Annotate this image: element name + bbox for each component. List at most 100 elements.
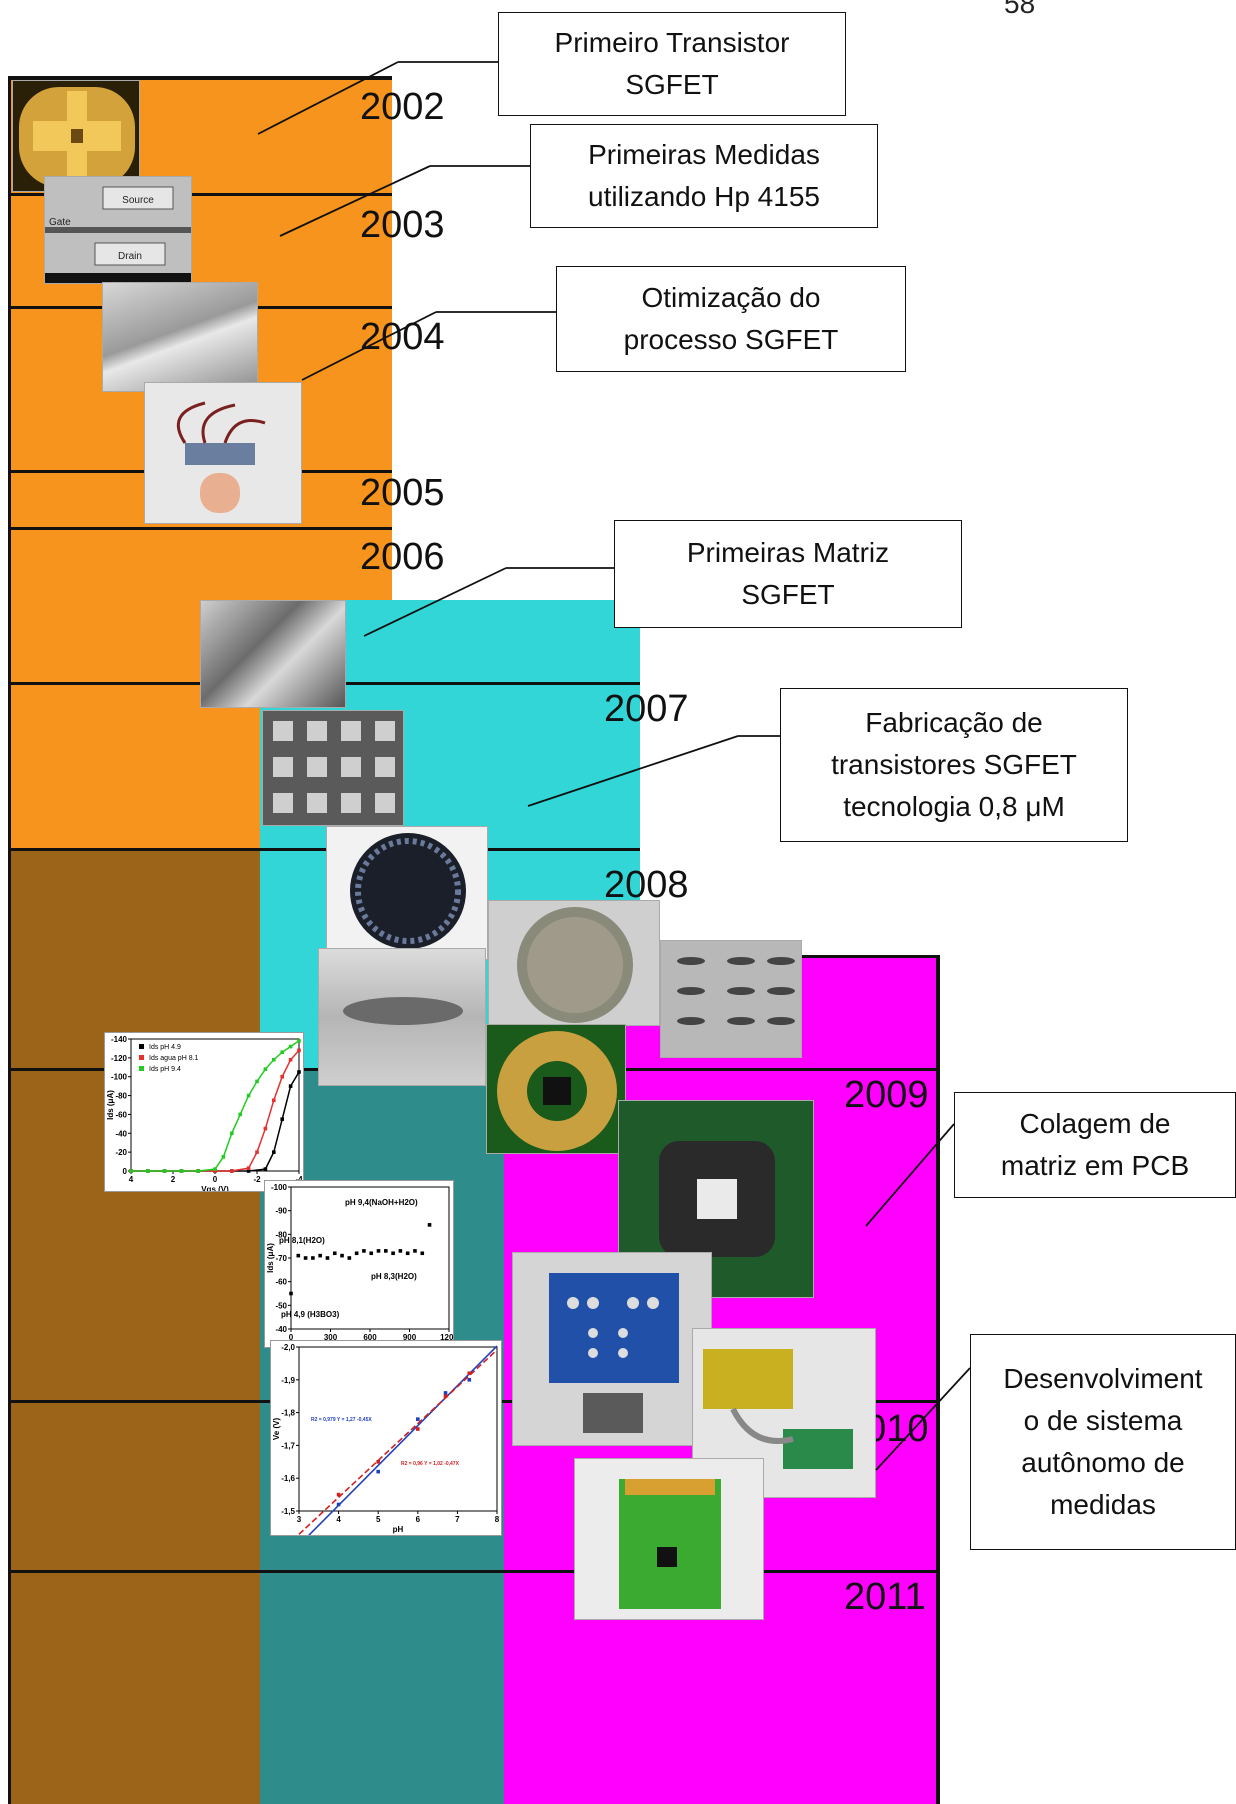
sem-trench-photo — [318, 948, 486, 1086]
year-label: 2002 — [360, 86, 445, 128]
chart-annotation: pH 8,3(H2O) — [371, 1272, 417, 1281]
x-tick-label: 8 — [495, 1515, 500, 1524]
data-point — [263, 1126, 268, 1131]
data-point — [162, 1169, 167, 1173]
callout-desenvolvimento: Desenvolviment o de sistema autônomo de … — [970, 1334, 1236, 1550]
sem-matrix-photo — [200, 600, 346, 708]
y-axis-label: Ids (μA) — [106, 1090, 115, 1120]
data-point — [384, 1249, 388, 1253]
x-axis-label: Vgs (V) — [201, 1185, 229, 1192]
data-point — [427, 1223, 432, 1227]
transistor-drawing — [19, 87, 135, 187]
y-tick-label: -1,9 — [281, 1376, 295, 1385]
sem-grid-drawing — [273, 721, 395, 813]
data-point — [416, 1427, 420, 1431]
y-tick-label: -1,6 — [281, 1474, 295, 1483]
callout-primeiro-transistor: Primeiro Transistor SGFET — [498, 12, 846, 116]
data-point — [280, 1050, 284, 1054]
x-tick-label: 2 — [171, 1175, 176, 1184]
data-point — [420, 1251, 425, 1256]
data-point — [405, 1251, 410, 1256]
timeline-right-edge — [936, 955, 940, 1804]
data-point — [230, 1131, 234, 1136]
drain-label: Drain — [118, 251, 142, 262]
data-point — [179, 1169, 184, 1173]
data-point — [255, 1150, 259, 1154]
data-point — [413, 1249, 417, 1253]
data-point — [416, 1417, 420, 1421]
sem-grid-photo — [262, 710, 404, 826]
data-point — [246, 1166, 251, 1170]
x-tick-label: 300 — [324, 1333, 338, 1342]
year-label: 2004 — [360, 316, 445, 358]
x-tick-label: -4 — [295, 1175, 303, 1184]
leader-line — [301, 311, 437, 381]
leader-line — [865, 1123, 955, 1227]
callout-otimizacao: Otimização do processo SGFET — [556, 266, 906, 372]
data-point — [369, 1251, 374, 1256]
plot-frame — [298, 1346, 498, 1512]
data-point — [255, 1079, 259, 1084]
data-point — [347, 1256, 352, 1260]
y-tick-label: 0 — [123, 1167, 128, 1176]
data-point — [311, 1256, 315, 1260]
x-tick-label: -2 — [253, 1175, 261, 1184]
leader-line — [257, 61, 399, 135]
x-tick-label: 6 — [416, 1515, 421, 1524]
data-point — [230, 1169, 234, 1173]
data-point — [129, 1169, 133, 1173]
y-tick-label: -1,8 — [281, 1409, 295, 1418]
y-tick-label: -70 — [275, 1254, 287, 1263]
data-point — [246, 1093, 251, 1098]
y-tick-label: -60 — [275, 1278, 287, 1287]
green-pcb-photo — [574, 1458, 764, 1620]
y-tick-label: -40 — [275, 1325, 287, 1334]
data-point — [354, 1251, 359, 1256]
pcb-sunburst-photo — [486, 1024, 626, 1154]
x-axis-label: pH — [393, 1525, 404, 1534]
leader-line — [279, 165, 431, 237]
data-point — [288, 1057, 293, 1062]
data-point — [318, 1253, 322, 1258]
y-tick-label: -50 — [275, 1301, 287, 1310]
callout-primeiras-matriz: Primeiras Matriz SGFET — [614, 520, 962, 628]
y-tick-label: -1,5 — [281, 1507, 295, 1516]
separator-line — [10, 527, 392, 530]
transistor-photo — [12, 80, 140, 192]
y-tick-label: -1,7 — [281, 1441, 295, 1450]
year-label: 2009 — [844, 1074, 929, 1116]
wafer-drawing — [350, 833, 466, 949]
data-point — [467, 1378, 472, 1382]
leader-line — [527, 735, 739, 807]
y-tick-label: -80 — [115, 1092, 127, 1101]
x-tick-label: 4 — [129, 1175, 134, 1184]
sem-edge-photo — [102, 282, 258, 392]
x-tick-label: 0 — [213, 1175, 218, 1184]
pcb-chip-drawing — [659, 1141, 775, 1257]
chart-annotation: R2 = 0,96 Y = 1,02 -0,47X — [401, 1461, 460, 1467]
data-point — [303, 1256, 308, 1260]
y-tick-label: -20 — [115, 1148, 127, 1157]
series-line — [131, 1040, 300, 1172]
y-tick-label: -90 — [275, 1207, 287, 1216]
data-point — [238, 1112, 242, 1117]
separator-line — [10, 193, 392, 196]
x-tick-label: 7 — [455, 1515, 460, 1524]
pcb-sunburst-drawing — [497, 1031, 617, 1151]
fit-line — [307, 1345, 498, 1535]
ids-time-chart: -100-90-80-70-60-50-4003006009001200Ids … — [264, 1180, 454, 1348]
x-tick-label: 0 — [289, 1333, 294, 1342]
y-axis-label: Ve (V) — [272, 1418, 281, 1441]
data-point — [263, 1167, 268, 1171]
data-point — [332, 1251, 337, 1256]
chart-annotation: pH 4,9 (H3BO3) — [281, 1310, 340, 1319]
sem-array-drawing — [677, 957, 795, 1025]
y-tick-label: -100 — [111, 1073, 128, 1082]
chart-annotation: pH 9,4(NaOH+H2O) — [345, 1198, 418, 1207]
y-tick-label: -140 — [111, 1035, 128, 1044]
year-label: 2006 — [360, 536, 445, 578]
data-point — [263, 1067, 268, 1071]
